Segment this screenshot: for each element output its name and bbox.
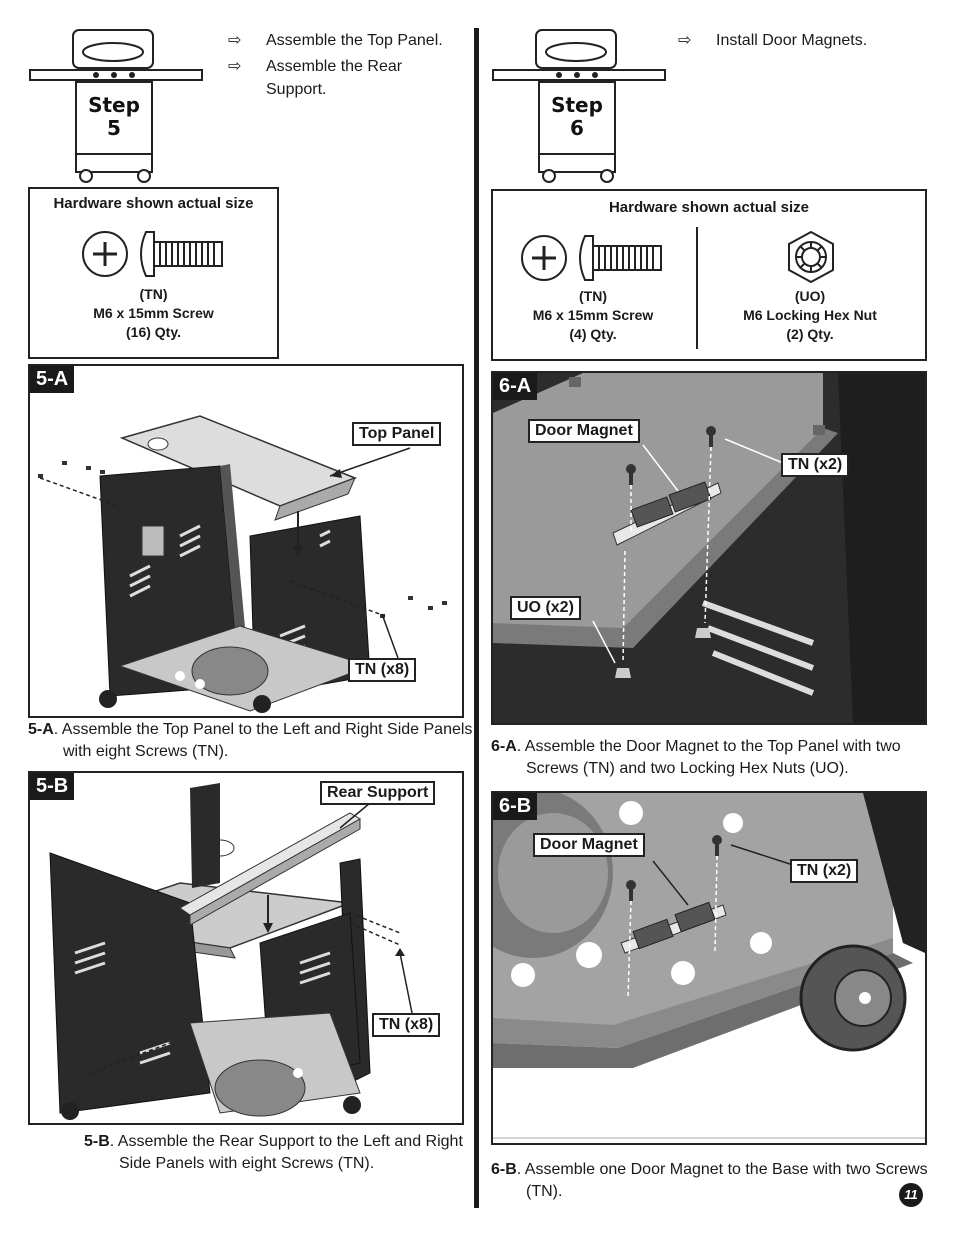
step-label: Step 6 [545, 94, 609, 140]
figure-tag: 6-B [493, 793, 538, 820]
callout-door-magnet: Door Magnet [533, 833, 645, 857]
hardware-box-step5: Hardware shown actual size (TN) M6 x 15m… [28, 187, 279, 359]
screw-icon [82, 231, 223, 277]
callout-top-panel: Top Panel [352, 422, 442, 446]
hardware-qty: (16) Qty. [126, 324, 181, 340]
page-number: 11 [899, 1183, 923, 1207]
figure-tag: 6-A [493, 373, 538, 400]
grill-frame-diagram [49, 783, 413, 1120]
hardware-caption: (UO) M6 Locking Hex Nut (2) Qty. [699, 287, 921, 344]
figure-6a: 6-A Door Magnet TN (x2) UO (x2) [491, 371, 927, 725]
hardware-qty: (2) Qty. [786, 326, 834, 342]
step-number: 6 [570, 116, 584, 140]
arrow-icon: ⇨ [228, 32, 242, 49]
callout-tn: TN (x8) [372, 1013, 441, 1037]
figure-tag: 5-A [30, 366, 75, 393]
hardware-caption: (TN) M6 x 15mm Screw (4) Qty. [493, 287, 693, 344]
instruction-text: Assemble the Rear Support. [266, 58, 403, 98]
hardware-title: Hardware shown actual size [53, 195, 254, 212]
step-number: 5 [107, 116, 121, 140]
caption-id: 6-B [491, 1161, 517, 1178]
instruction-text: Install Door Magnets. [716, 32, 868, 49]
figure-5a: 5-A Top Panel TN (x8) [28, 364, 464, 718]
step-word: Step [88, 93, 140, 117]
column-divider [474, 28, 479, 1208]
step-label: Step 5 [82, 94, 146, 140]
callout-door-magnet: Door Magnet [528, 419, 640, 443]
screw-icon [521, 235, 662, 281]
callout-uo: UO (x2) [510, 596, 581, 620]
grill-thumbnail-step6 [492, 29, 666, 183]
step-word: Step [551, 93, 603, 117]
caption-5a: 5-A. Assemble the Top Panel to the Left … [28, 719, 503, 763]
hex-nut-icon [788, 230, 834, 284]
instruction-item: ⇨ Assemble the Rear Support. [228, 55, 458, 101]
instruction-item: ⇨ Assemble the Top Panel. [228, 29, 458, 52]
callout-rear-support: Rear Support [320, 781, 436, 805]
hardware-box-step6: Hardware shown actual size (TN) M6 x 15m… [491, 189, 927, 361]
caption-id: 6-A [491, 738, 517, 755]
caption-text: . Assemble the Top Panel to the Left and… [53, 721, 473, 760]
caption-id: 5-A [28, 721, 54, 738]
hardware-divider [696, 227, 698, 349]
figure-5b: 5-B Rear Support TN (x8) [28, 771, 464, 1125]
caption-id: 5-B [84, 1133, 110, 1150]
caption-5b: 5-B. Assemble the Rear Support to the Le… [84, 1131, 499, 1175]
hardware-title: Hardware shown actual size [608, 199, 810, 216]
arrow-icon: ⇨ [228, 58, 242, 75]
figure-tag: 5-B [30, 773, 75, 800]
caption-text: . Assemble the Rear Support to the Left … [109, 1133, 463, 1172]
grill-frame-diagram [38, 415, 447, 713]
hardware-code: (TN) [139, 286, 168, 302]
hardware-name: M6 x 15mm Screw [532, 307, 654, 323]
hardware-qty: (4) Qty. [569, 326, 617, 342]
callout-tn: TN (x2) [790, 859, 859, 883]
grill-thumbnail-step5 [29, 29, 203, 183]
caption-6b: 6-B. Assemble one Door Magnet to the Bas… [491, 1159, 954, 1203]
instruction-item: ⇨ Install Door Magnets. [678, 29, 918, 52]
caption-6a: 6-A. Assemble the Door Magnet to the Top… [491, 736, 936, 780]
callout-tn: TN (x2) [781, 453, 850, 477]
hardware-name: M6 Locking Hex Nut [743, 307, 877, 323]
arrow-icon: ⇨ [678, 32, 692, 49]
caption-text: . Assemble one Door Magnet to the Base w… [516, 1161, 928, 1200]
callout-tn: TN (x8) [348, 658, 417, 682]
hardware-code: (TN) [579, 288, 607, 304]
hardware-caption: (TN) M6 x 15mm Screw (16) Qty. [30, 285, 277, 342]
hardware-name: M6 x 15mm Screw [93, 305, 214, 321]
caption-text: . Assemble the Door Magnet to the Top Pa… [516, 738, 901, 777]
hardware-code: (UO) [794, 288, 826, 304]
instruction-text: Assemble the Top Panel. [266, 32, 443, 49]
figure-6b: 6-B Door Magnet TN (x2) [491, 791, 927, 1145]
